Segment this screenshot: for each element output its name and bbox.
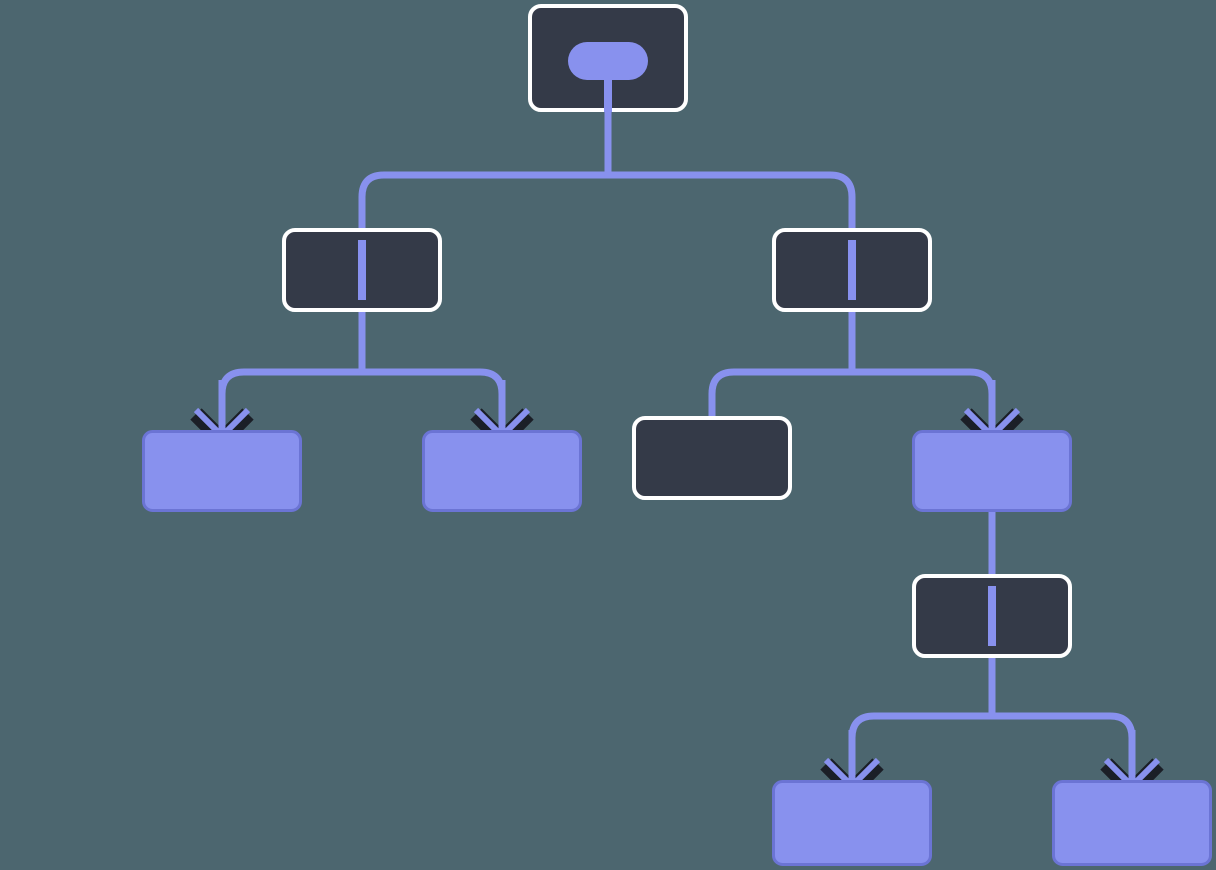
leaf-node-a[interactable] [142,430,302,512]
level2-dark-node[interactable] [632,416,792,500]
leaf-node-e[interactable] [772,780,932,866]
leaf-node-d[interactable] [912,430,1072,512]
edge-layer [218,112,1136,780]
leaf-node-f[interactable] [1052,780,1212,866]
edge-root-to-level1-right [604,112,856,228]
node-marker-layer [358,42,996,646]
leaf-node-b[interactable] [422,430,582,512]
edge-level1-right-to-level2-dark [708,312,856,416]
